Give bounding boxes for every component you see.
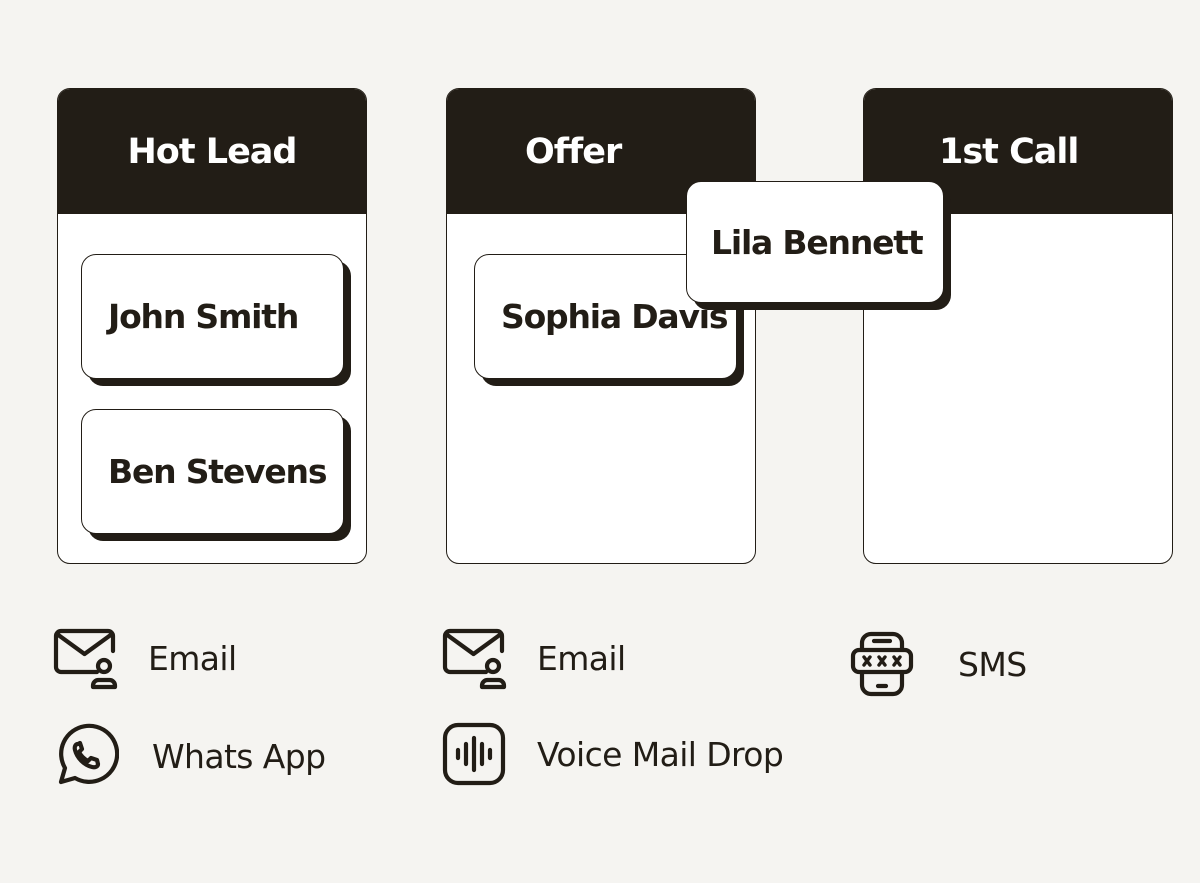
channel-sms-label: SMS <box>958 644 1027 684</box>
channel-email-label: Email <box>537 638 626 678</box>
email-user-icon <box>51 624 119 692</box>
channel-email[interactable]: Email <box>440 624 626 692</box>
pipeline-column-1st-call: 1st Call <box>863 88 1173 564</box>
lead-card-ben-stevens[interactable]: Ben Stevens <box>81 409 344 534</box>
voicemail-icon <box>440 720 508 788</box>
dragged-lead-card-lila-bennett[interactable]: Lila Bennett <box>686 181 944 303</box>
column-title: Hot Lead <box>58 89 366 214</box>
lead-card-john-smith[interactable]: John Smith <box>81 254 344 379</box>
sms-icon <box>848 630 916 698</box>
channel-sms[interactable]: SMS <box>848 630 1027 698</box>
whatsapp-icon <box>51 722 119 790</box>
channel-whatsapp-label: Whats App <box>152 736 326 776</box>
channel-voice-mail-drop-label: Voice Mail Drop <box>537 734 784 774</box>
email-user-icon <box>440 624 508 692</box>
channel-email[interactable]: Email <box>51 624 237 692</box>
channel-whatsapp[interactable]: Whats App <box>51 722 326 790</box>
channel-voice-mail-drop[interactable]: Voice Mail Drop <box>440 720 784 788</box>
channel-email-label: Email <box>148 638 237 678</box>
